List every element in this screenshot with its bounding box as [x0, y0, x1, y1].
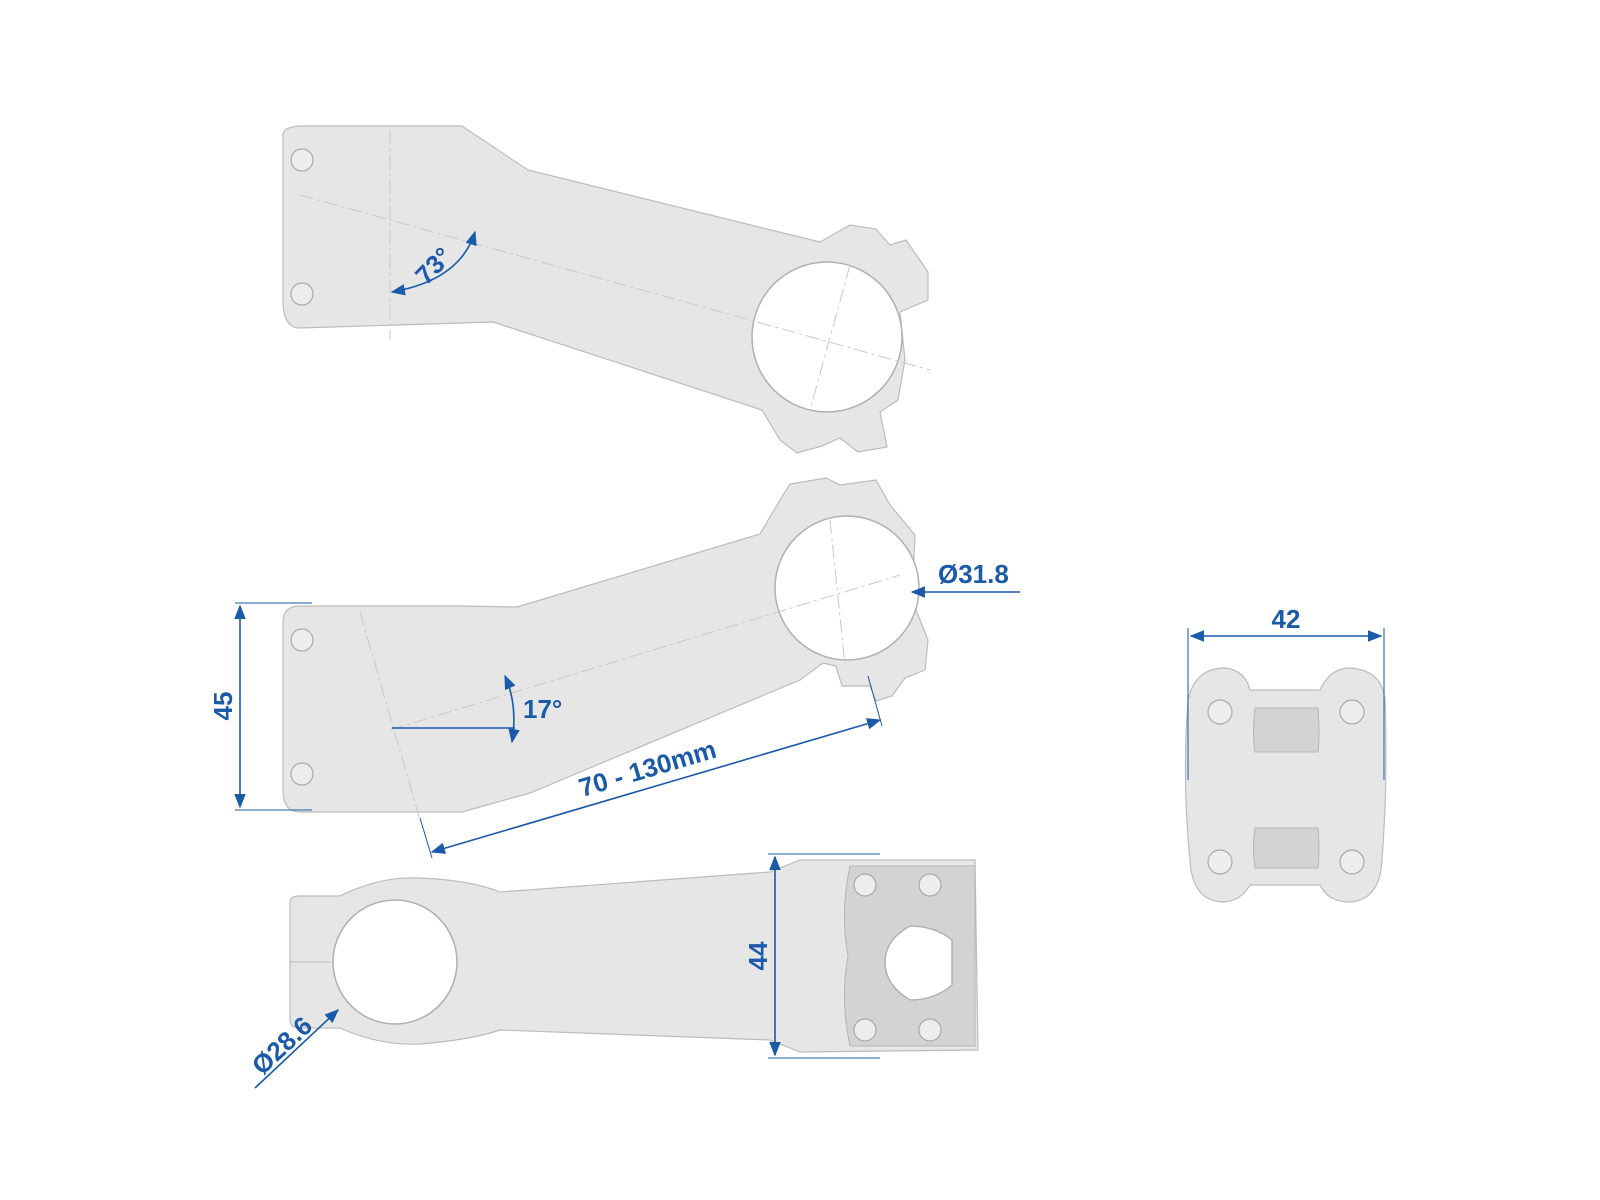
width-label-42: 42	[1272, 604, 1301, 634]
angle-arc-73	[390, 230, 477, 296]
ext-length-start	[419, 817, 433, 859]
top-view: Ø28.6 44	[246, 853, 979, 1089]
centerline-17-axis	[389, 574, 901, 731]
bolt-hole-top-73	[290, 148, 314, 172]
dim-line-length	[430, 718, 882, 854]
clamp-diameter-label: Ø31.8	[938, 559, 1009, 589]
bolt-hole-bottom-73	[290, 282, 314, 306]
steerer-diameter-label: Ø28.6	[246, 1010, 318, 1080]
bolt-hole-bottom-17	[290, 762, 314, 786]
centerline-73-axis	[299, 194, 931, 371]
front-view: 42	[1184, 604, 1387, 903]
faceplate-slot	[884, 925, 953, 1001]
bolt-bottom-2	[918, 1018, 942, 1042]
faceplate-upper-window	[1253, 707, 1320, 753]
faceplate-body	[1184, 667, 1387, 903]
front-bolt-top-right	[1339, 699, 1365, 725]
front-bolt-bottom-left	[1207, 849, 1233, 875]
handlebar-bore-73	[751, 261, 903, 413]
handlebar-bore-17	[774, 515, 920, 661]
ext-length-end	[867, 675, 883, 727]
front-bolt-top-left	[1207, 699, 1233, 725]
bolt-hole-top-17	[290, 628, 314, 652]
bolt-top-2	[918, 873, 942, 897]
side-view-73: 73°	[282, 125, 931, 454]
stem-body-top	[289, 859, 979, 1053]
steerer-bore	[332, 899, 458, 1025]
angle-label-17: 17°	[523, 694, 562, 724]
width-label-44: 44	[743, 941, 773, 970]
centerline-73-bore-v	[809, 264, 851, 411]
height-label-45: 45	[208, 692, 238, 721]
bolt-bottom-1	[853, 1018, 877, 1042]
front-bolt-bottom-right	[1339, 849, 1365, 875]
centerline-17-steerer	[359, 611, 421, 821]
dim-line-steerer	[254, 1009, 340, 1089]
faceplate-lower-window	[1253, 827, 1320, 869]
bolt-top-1	[853, 873, 877, 897]
side-view-17: 45 17° 70 - 130mm Ø31.8	[208, 477, 1020, 859]
